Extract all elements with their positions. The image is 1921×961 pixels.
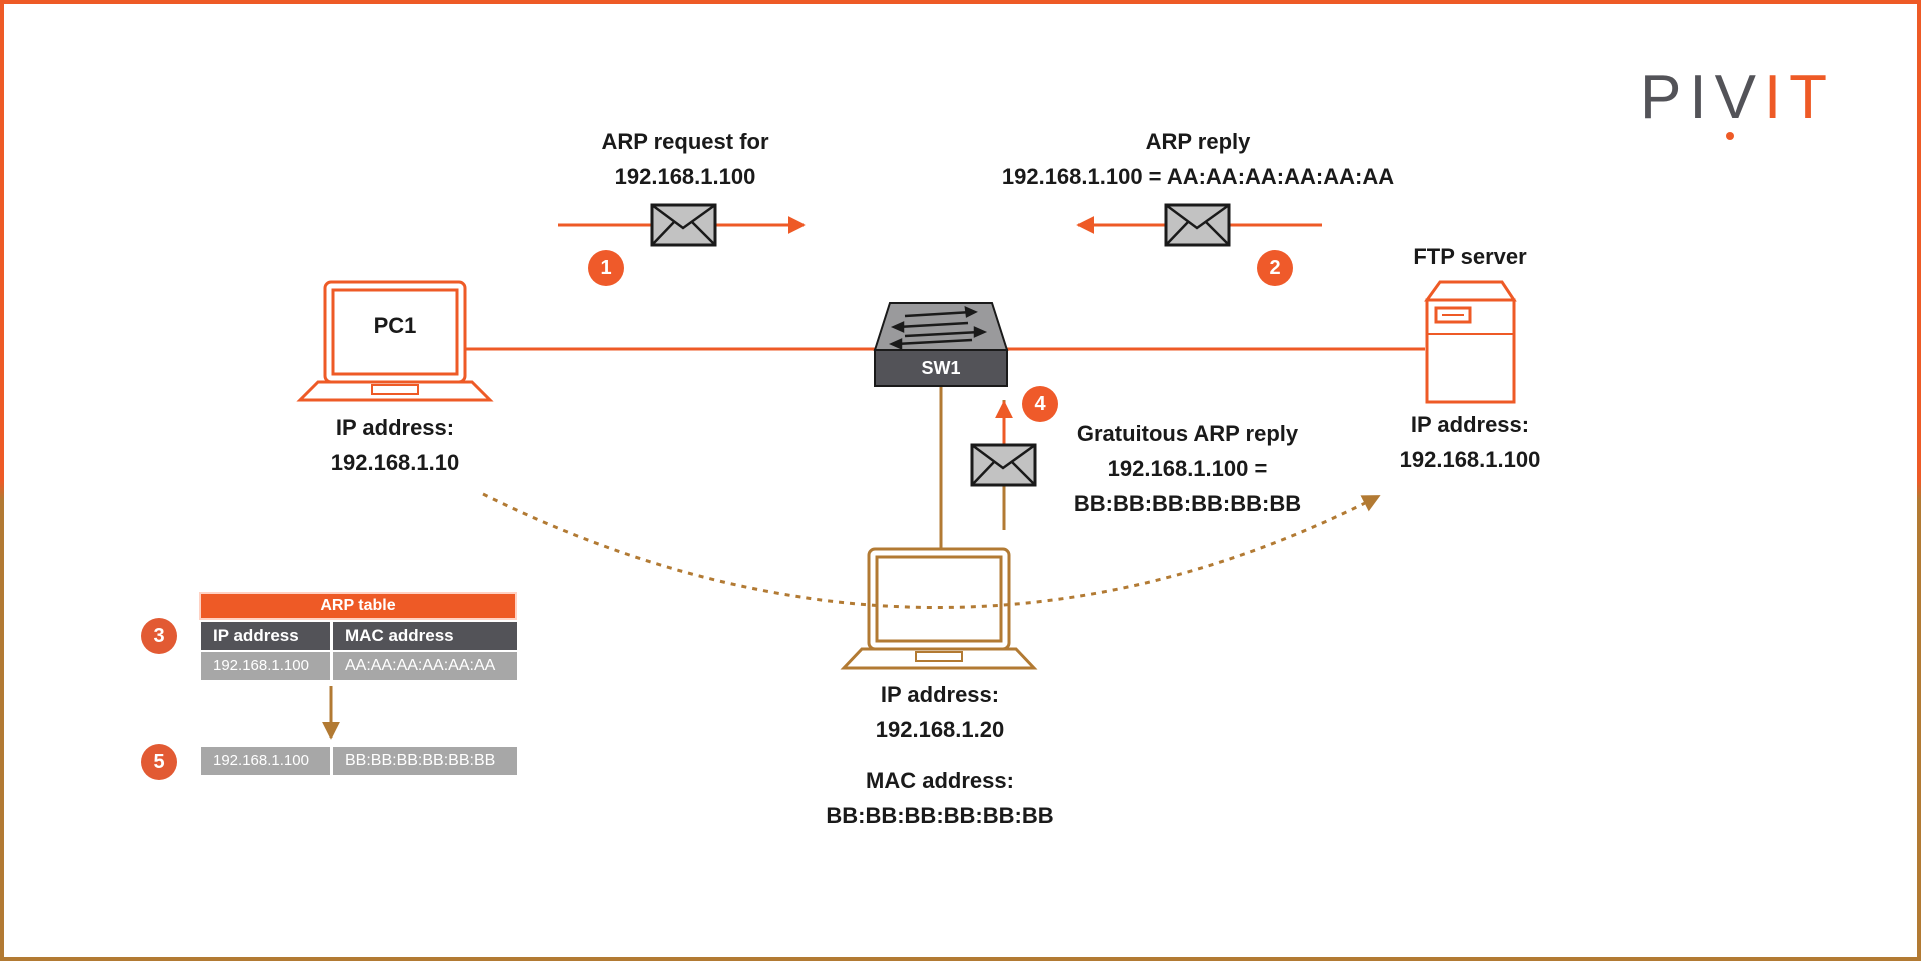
- ftp-ip: 192.168.1.100: [1399, 447, 1541, 472]
- arp-table-title: ARP table: [199, 592, 517, 620]
- gratuitous-arp-ip: 192.168.1.100 =: [1107, 456, 1268, 481]
- envelope-icon-1: [650, 203, 717, 247]
- attacker-laptop-icon: [840, 547, 1038, 670]
- logo-dot: [1726, 132, 1734, 140]
- pc1-ip-label: IP address:: [335, 415, 455, 440]
- attacker-mac-label: MAC address:: [866, 768, 1014, 793]
- pc1-laptop-icon: [296, 280, 494, 402]
- step-badge-2: 2: [1257, 250, 1293, 286]
- arp-table-row-ip: 192.168.1.100: [201, 652, 330, 680]
- redirected-traffic-curve: [482, 492, 1381, 609]
- envelope-icon-2: [1164, 203, 1231, 247]
- arp-table-header-ip: IP address: [201, 622, 330, 650]
- switch-icon: [873, 302, 1009, 387]
- arp-table-updated-mac: BB:BB:BB:BB:BB:BB: [333, 747, 517, 775]
- pivit-logo: PIVIT: [1640, 63, 1836, 132]
- arp-table-row-mac: AA:AA:AA:AA:AA:AA: [333, 652, 517, 680]
- attacker-ip: 192.168.1.20: [875, 717, 1005, 742]
- pc1-name: PC1: [373, 313, 417, 338]
- arp-table-updated-ip: 192.168.1.100: [201, 747, 330, 775]
- ftp-server-name: FTP server: [1413, 244, 1527, 269]
- ftp-ip-label: IP address:: [1410, 412, 1530, 437]
- envelope-icon-3: [970, 443, 1037, 487]
- arp-reply-mapping: 192.168.1.100 = AA:AA:AA:AA:AA:AA: [1001, 164, 1395, 189]
- gratuitous-arp-mac: BB:BB:BB:BB:BB:BB: [1073, 491, 1302, 516]
- step-badge-1: 1: [588, 250, 624, 286]
- arp-reply-label: ARP reply: [1145, 129, 1251, 154]
- arp-request-label: ARP request for: [601, 129, 769, 154]
- attacker-mac: BB:BB:BB:BB:BB:BB: [826, 803, 1054, 828]
- arp-table-header-mac: MAC address: [333, 622, 517, 650]
- step-badge-5: 5: [141, 744, 177, 780]
- pc1-ip: 192.168.1.10: [330, 450, 460, 475]
- step-badge-4: 4: [1022, 386, 1058, 422]
- attacker-ip-label: IP address:: [880, 682, 1000, 707]
- gratuitous-arp-label: Gratuitous ARP reply: [1076, 421, 1299, 446]
- step-badge-3: 3: [141, 618, 177, 654]
- arp-request-ip: 192.168.1.100: [614, 164, 756, 189]
- switch-name: SW1: [921, 358, 961, 378]
- ftp-server-icon: [1424, 280, 1517, 404]
